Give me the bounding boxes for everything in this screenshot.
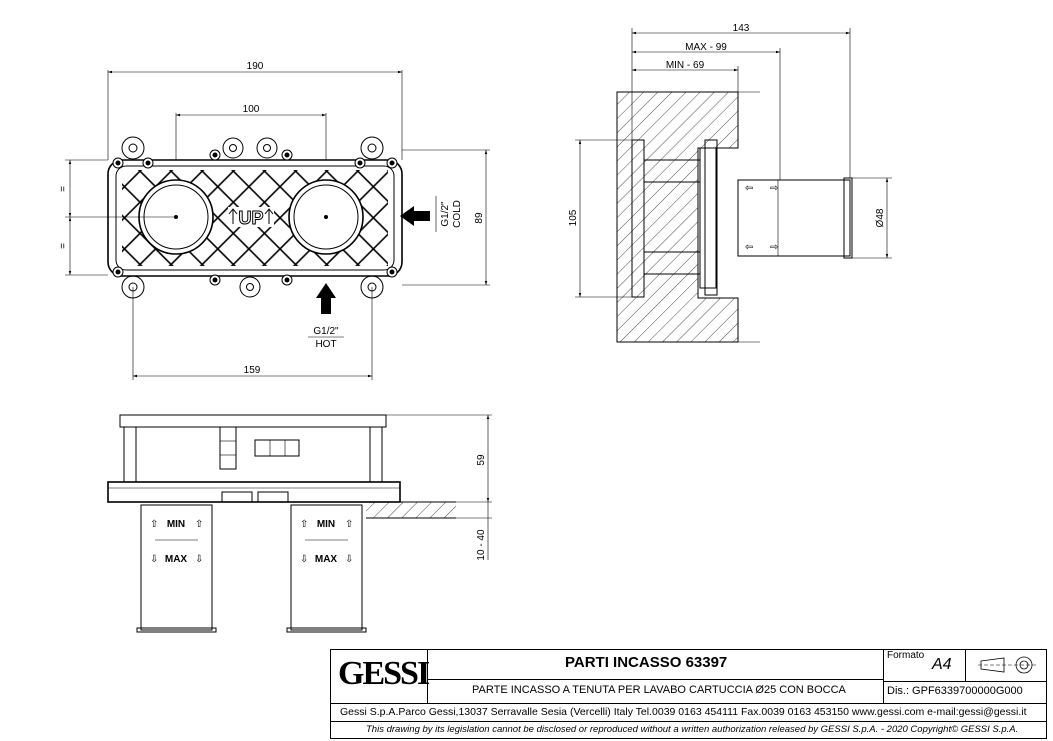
svg-text:⇦: ⇦ (745, 242, 753, 253)
disclaimer: This drawing by its legislation cannot b… (366, 724, 1019, 735)
cold-size: G1/2" (440, 201, 451, 227)
dim-190: 190 (247, 61, 264, 72)
up-label: UP (238, 208, 263, 228)
dim-143: 143 (733, 23, 750, 34)
svg-text:⇩: ⇩ (195, 554, 203, 565)
svg-text:⇧: ⇧ (345, 519, 353, 530)
mounting-ears (121, 136, 384, 299)
max-label-left: MAX (165, 554, 188, 565)
company-address: Gessi S.p.A.Parco Gessi,13037 Serravalle… (340, 706, 1027, 718)
dim-59: 59 (476, 454, 487, 466)
svg-text:⇧: ⇧ (150, 519, 158, 530)
svg-text:⇧: ⇧ (300, 519, 308, 530)
dim-89: 89 (474, 212, 485, 224)
bottom-view: MIN MAX MIN MAX ⇧ ⇧ ⇩ ⇩ ⇧ ⇧ ⇩ ⇩ 59 10 - 40 (107, 414, 492, 633)
svg-text:⇩: ⇩ (300, 554, 308, 565)
dim-10-40: 10 - 40 (476, 529, 487, 561)
svg-text:⇩: ⇩ (150, 554, 158, 565)
svg-text:⇧: ⇧ (195, 519, 203, 530)
svg-text:⇨: ⇨ (770, 183, 778, 194)
company-logo: GESSI (338, 655, 430, 692)
projection-symbol-icon (978, 656, 1036, 674)
formato-label: Formato (887, 650, 925, 661)
cold-label: COLD (452, 200, 463, 228)
divider (428, 679, 883, 680)
dim-100: 100 (243, 104, 260, 115)
min-label-right: MIN (317, 519, 335, 530)
hot-size: G1/2" (313, 326, 339, 337)
cold-arrow-icon (400, 206, 430, 226)
hot-label: HOT (315, 339, 336, 350)
min-label-left: MIN (167, 519, 185, 530)
drawing-title: PARTI INCASSO 63397 (565, 654, 728, 671)
drawing-number: Dis.: GPF6339700000G000 (887, 685, 1023, 697)
disclaimer-box (330, 721, 1047, 739)
formato-divider (965, 649, 966, 682)
drawing-subtitle: PARTE INCASSO A TENUTA PER LAVABO CARTUC… (472, 684, 846, 696)
front-view: 190 100 (58, 61, 490, 380)
dim-max-99: MAX - 99 (685, 42, 727, 53)
max-label-right: MAX (315, 554, 338, 565)
screws (112, 149, 398, 286)
side-view: ⇦ ⇨ ⇦ ⇨ 143 MAX - 99 MIN - 69 105 Ø48 (568, 23, 892, 343)
eq-mark-bottom: = (58, 243, 69, 249)
svg-text:⇩: ⇩ (345, 554, 353, 565)
dim-diam-48: Ø48 (875, 208, 886, 227)
dim-105: 105 (568, 209, 579, 226)
formato-value: A4 (932, 656, 952, 673)
svg-text:⇨: ⇨ (770, 242, 778, 253)
dim-min-69: MIN - 69 (666, 60, 705, 71)
svg-text:⇦: ⇦ (745, 183, 753, 194)
dim-159: 159 (244, 365, 261, 376)
eq-mark-top: = (58, 186, 69, 192)
hot-arrow-icon (316, 283, 336, 314)
